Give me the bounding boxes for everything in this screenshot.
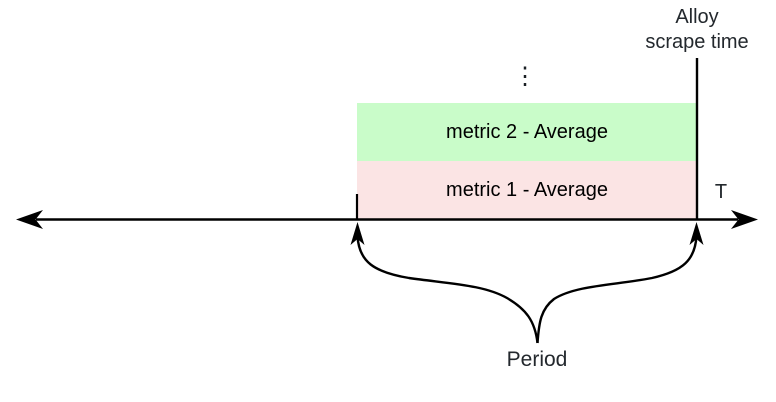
axis-arrow-right-icon [731,210,758,229]
metric1-bar-label: metric 1 - Average [446,178,608,201]
vertical-ellipsis-icon: ⋮ [513,63,537,90]
brace-arrow-left-icon [350,222,365,245]
scrape-time-label-line2: scrape time [645,31,749,53]
metric2-average-bar: metric 2 - Average [357,103,697,161]
metric2-bar-label: metric 2 - Average [446,120,608,143]
period-brace-left-curve [356,235,539,344]
axis-arrow-left-icon [16,210,43,229]
scrape-time-label: Alloy scrape time [612,5,776,55]
period-brace-right-curve [536,235,698,344]
scrape-time-label-line1: Alloy [675,6,719,28]
axis-t-label: T [714,181,728,203]
period-brace [350,222,704,344]
period-label: Period [506,348,568,371]
brace-arrow-right-icon [689,222,704,245]
metric1-average-bar: metric 1 - Average [357,161,697,219]
